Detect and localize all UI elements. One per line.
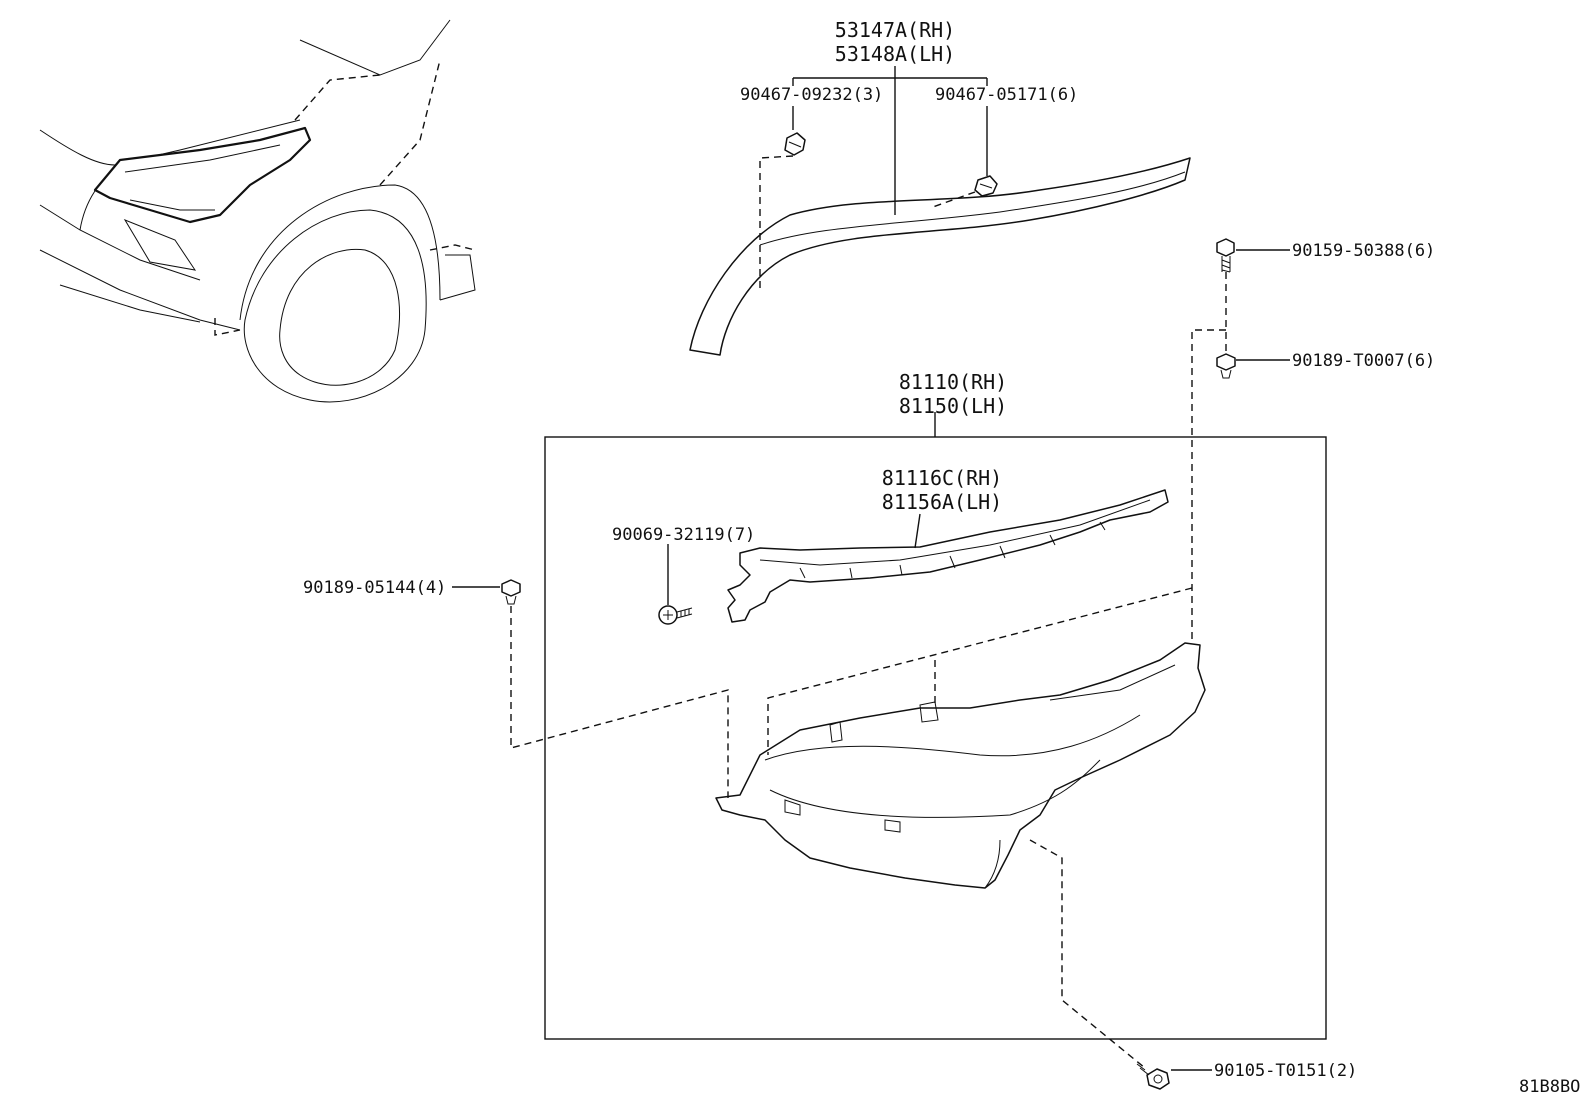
label-bolt-top: 90159-50388(6) bbox=[1292, 241, 1435, 261]
headlamp-bracket bbox=[727, 489, 1169, 623]
headlamp-trim-strip bbox=[689, 157, 1191, 356]
label-screw: 90069-32119(7) bbox=[612, 525, 755, 545]
label-trim-lh: 53148A(LH) bbox=[835, 42, 955, 66]
left-nut-icon bbox=[501, 579, 521, 605]
label-bracket-lh: 81156A(LH) bbox=[882, 490, 1002, 514]
label-clip-a: 90467-09232(3) bbox=[740, 85, 883, 105]
bottom-bolt-icon bbox=[1136, 1063, 1170, 1090]
label-nut-left: 90189-05144(4) bbox=[303, 578, 446, 598]
vehicle-front-illustration bbox=[39, 19, 476, 403]
clip-a-icon bbox=[784, 132, 806, 156]
label-clip-b: 90467-05171(6) bbox=[935, 85, 1078, 105]
part-labels: 53147A(RH) 53148A(LH) 90467-09232(3) 904… bbox=[303, 18, 1580, 1097]
dashed-guide-lines bbox=[510, 155, 1227, 1069]
flange-bolt-icon bbox=[1216, 238, 1235, 273]
screw-icon bbox=[658, 605, 693, 625]
label-trim-rh: 53147A(RH) bbox=[835, 18, 955, 42]
label-bolt-bottom: 90105-T0151(2) bbox=[1214, 1061, 1357, 1081]
leader-lines bbox=[452, 66, 1290, 1071]
label-nut-top: 90189-T0007(6) bbox=[1292, 351, 1435, 371]
clip-b-icon bbox=[974, 175, 998, 197]
diagram-code: 81B8BO bbox=[1519, 1077, 1580, 1097]
headlamp-unit bbox=[715, 642, 1206, 889]
label-headlamp-rh: 81110(RH) bbox=[899, 370, 1007, 394]
label-bracket-rh: 81116C(RH) bbox=[882, 466, 1002, 490]
label-headlamp-lh: 81150(LH) bbox=[899, 394, 1007, 418]
top-nut-icon bbox=[1216, 353, 1236, 379]
